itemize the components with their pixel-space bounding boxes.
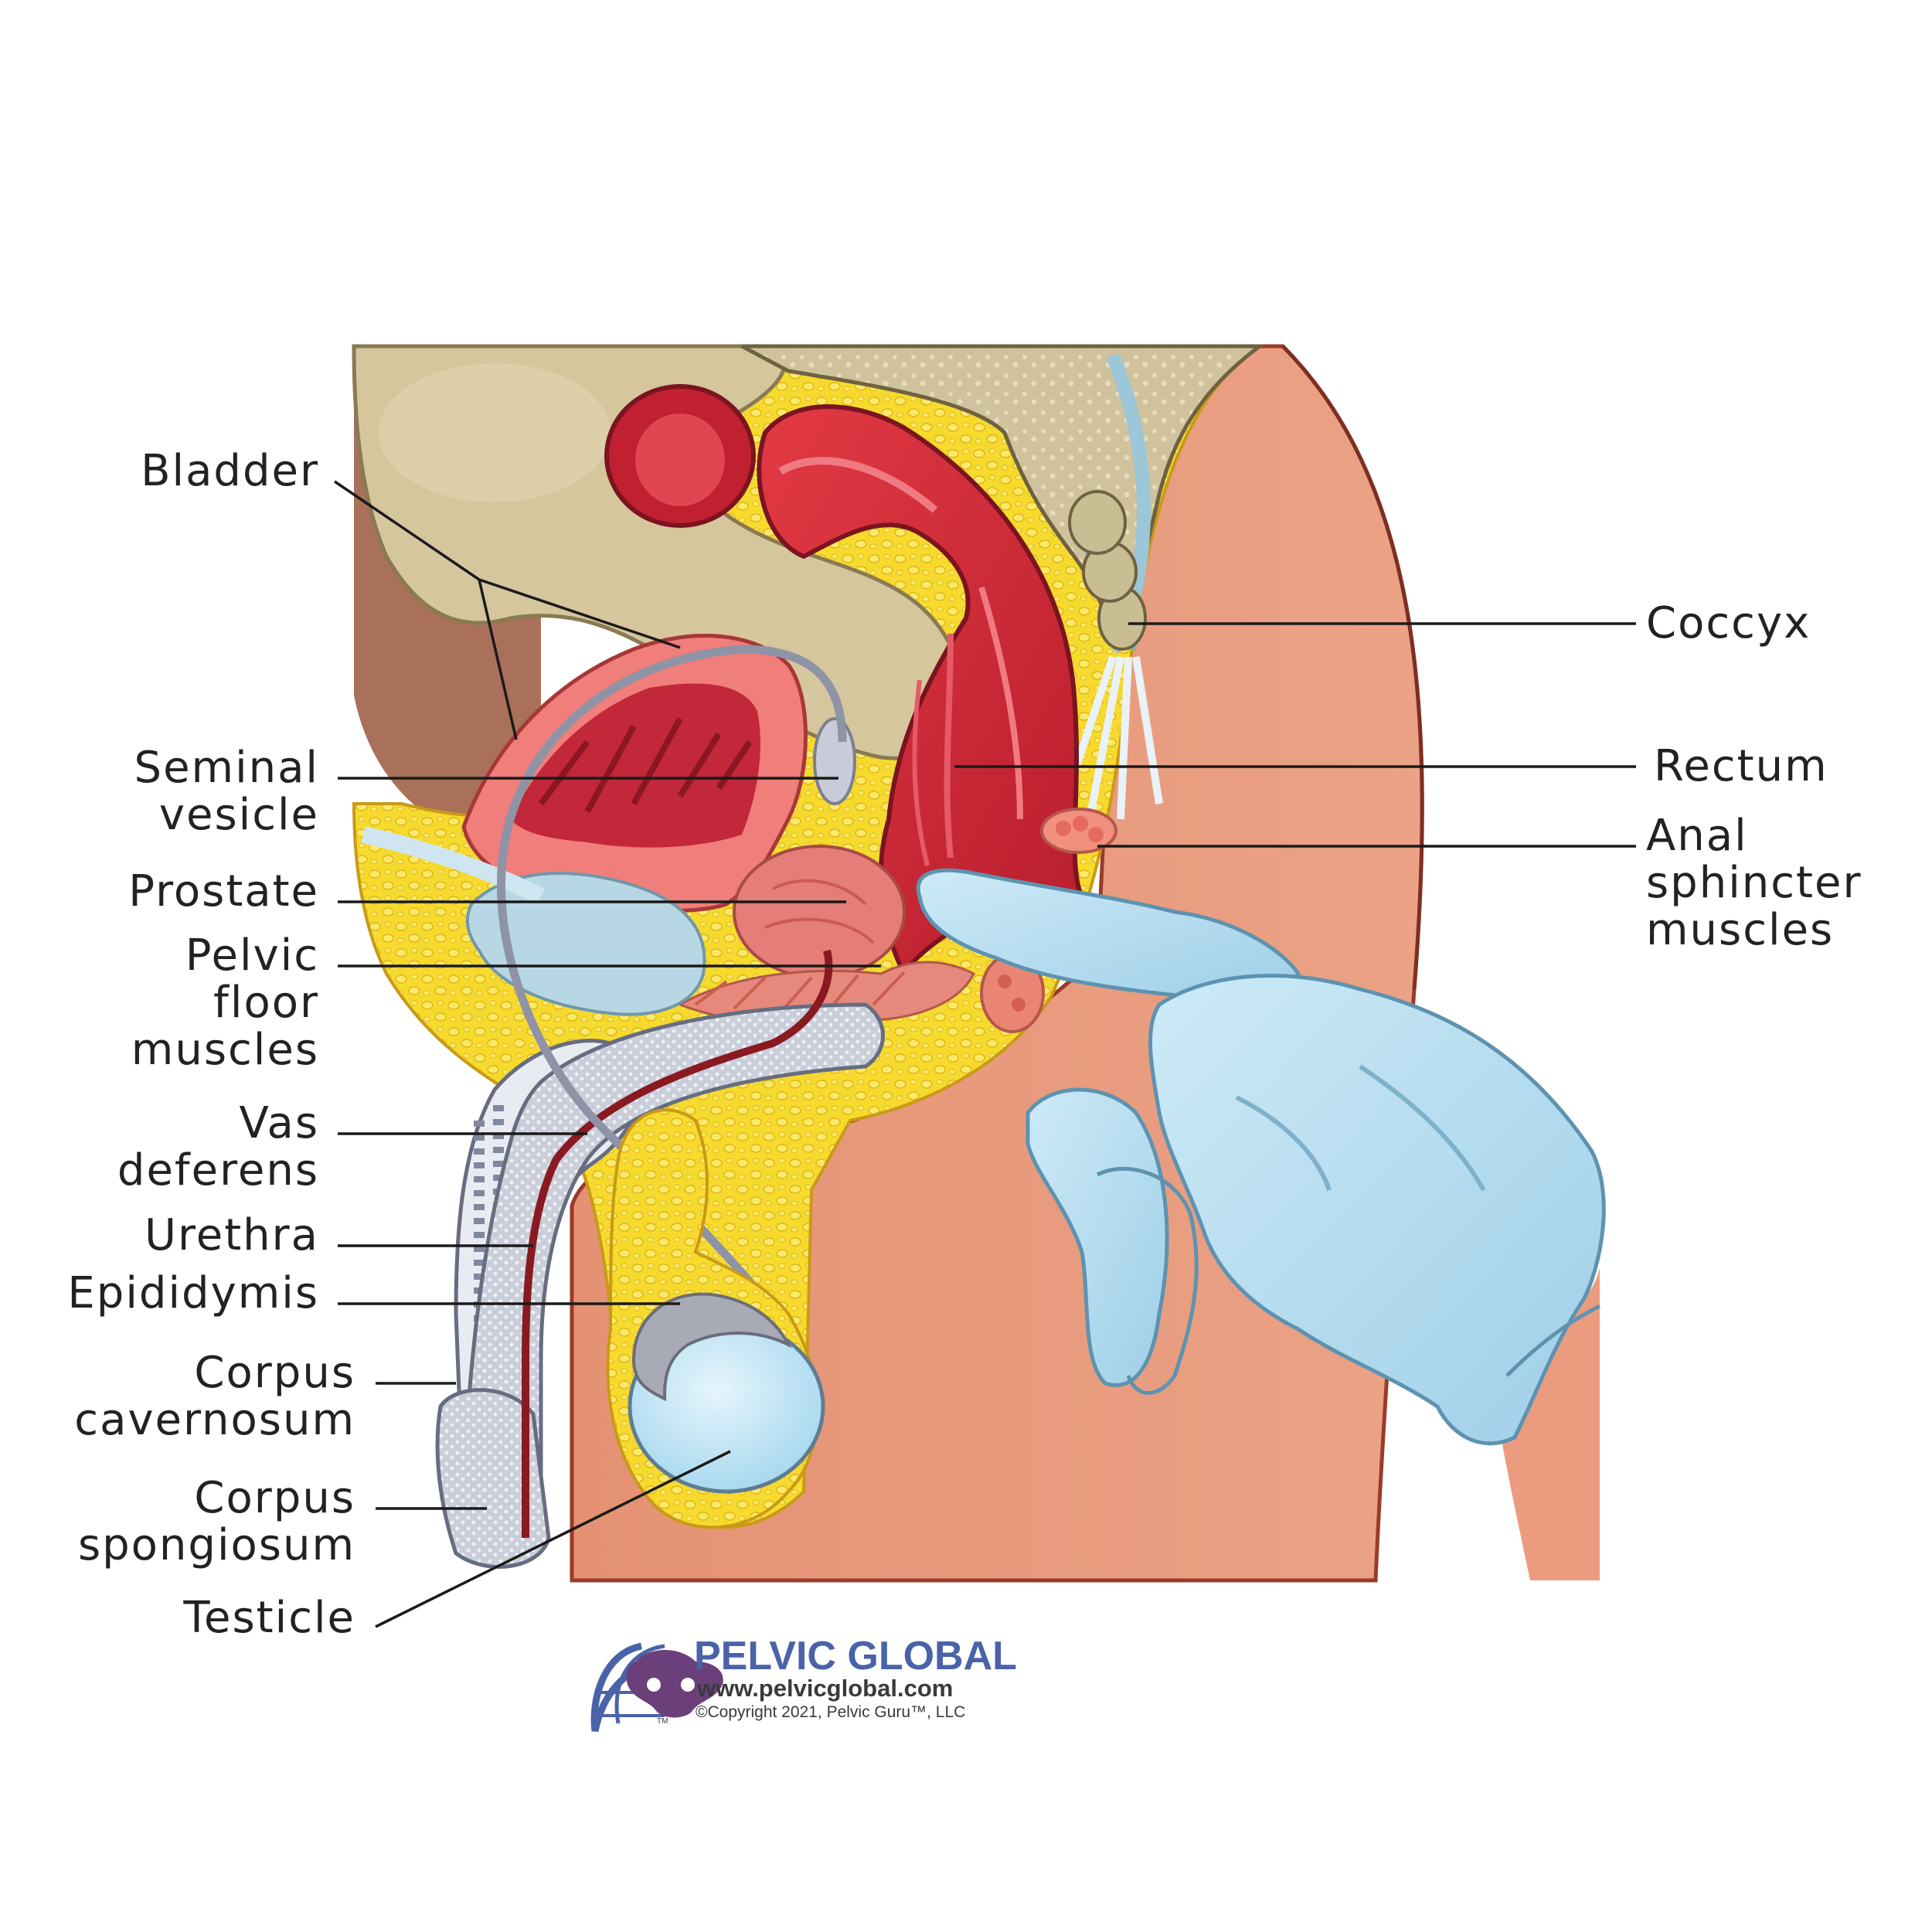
- label-anal-sphincter-line2: sphincter: [1646, 858, 1862, 908]
- leader-lines: [334, 480, 1636, 1628]
- globe-pelvis-icon: TM: [590, 1642, 723, 1732]
- gloved-hand: [916, 868, 1606, 1446]
- pubic-symphysis: [465, 872, 706, 1016]
- label-rectum: Rectum: [1654, 741, 1828, 791]
- seminal-vesicle: [813, 717, 856, 805]
- label-testicle: Testicle: [182, 1593, 355, 1643]
- sacrum-coccyx: [740, 344, 1266, 821]
- label-seminal-vesicle-line1: Seminal: [134, 743, 319, 793]
- label-anal-sphincter-line3: muscles: [1646, 905, 1834, 955]
- label-corpus-spongiosum-line1: Corpus: [194, 1473, 355, 1523]
- label-bladder: Bladder: [141, 446, 319, 496]
- prostate: [733, 845, 906, 979]
- label-pelvic-floor-line1: Pelvic: [185, 930, 319, 981]
- label-epididymis: Epididymis: [67, 1268, 319, 1318]
- logo-url: www.pelvicglobal.com: [696, 1675, 953, 1702]
- label-corpus-spongiosum-line2: spongiosum: [78, 1520, 355, 1570]
- logo-copyright: ©Copyright 2021, Pelvic Guru™, LLC: [696, 1703, 965, 1721]
- labels-right: Coccyx Rectum Anal sphincter muscles: [1646, 598, 1862, 955]
- epididymis: [631, 1292, 792, 1402]
- urethra: [522, 949, 833, 1538]
- label-pelvic-floor-line2: floor: [213, 978, 319, 1028]
- label-corpus-cavernosum-line1: Corpus: [194, 1348, 355, 1398]
- label-pelvic-floor-line3: muscles: [131, 1025, 319, 1075]
- labels-left: Bladder Seminal vesicle Prostate Pelvic …: [67, 446, 355, 1643]
- label-vas-deferens-line1: Vas: [240, 1098, 319, 1148]
- label-vas-deferens-line2: deferens: [117, 1145, 319, 1196]
- pelvic-global-logo: TM PELVIC GLOBAL www.pelvicglobal.com ©C…: [590, 1634, 1017, 1732]
- bladder: [461, 634, 808, 913]
- label-coccyx: Coccyx: [1646, 598, 1811, 648]
- label-anal-sphincter-line1: Anal: [1646, 811, 1748, 861]
- label-prostate: Prostate: [128, 866, 319, 917]
- label-corpus-cavernosum-line2: cavernosum: [74, 1395, 355, 1445]
- svg-text:TM: TM: [657, 1717, 668, 1726]
- logo-brand-name: PELVIC GLOBAL: [694, 1634, 1017, 1679]
- anal-sphincter-muscles: [980, 808, 1117, 1033]
- label-seminal-vesicle-line2: vesicle: [159, 790, 319, 840]
- label-urethra: Urethra: [145, 1210, 319, 1260]
